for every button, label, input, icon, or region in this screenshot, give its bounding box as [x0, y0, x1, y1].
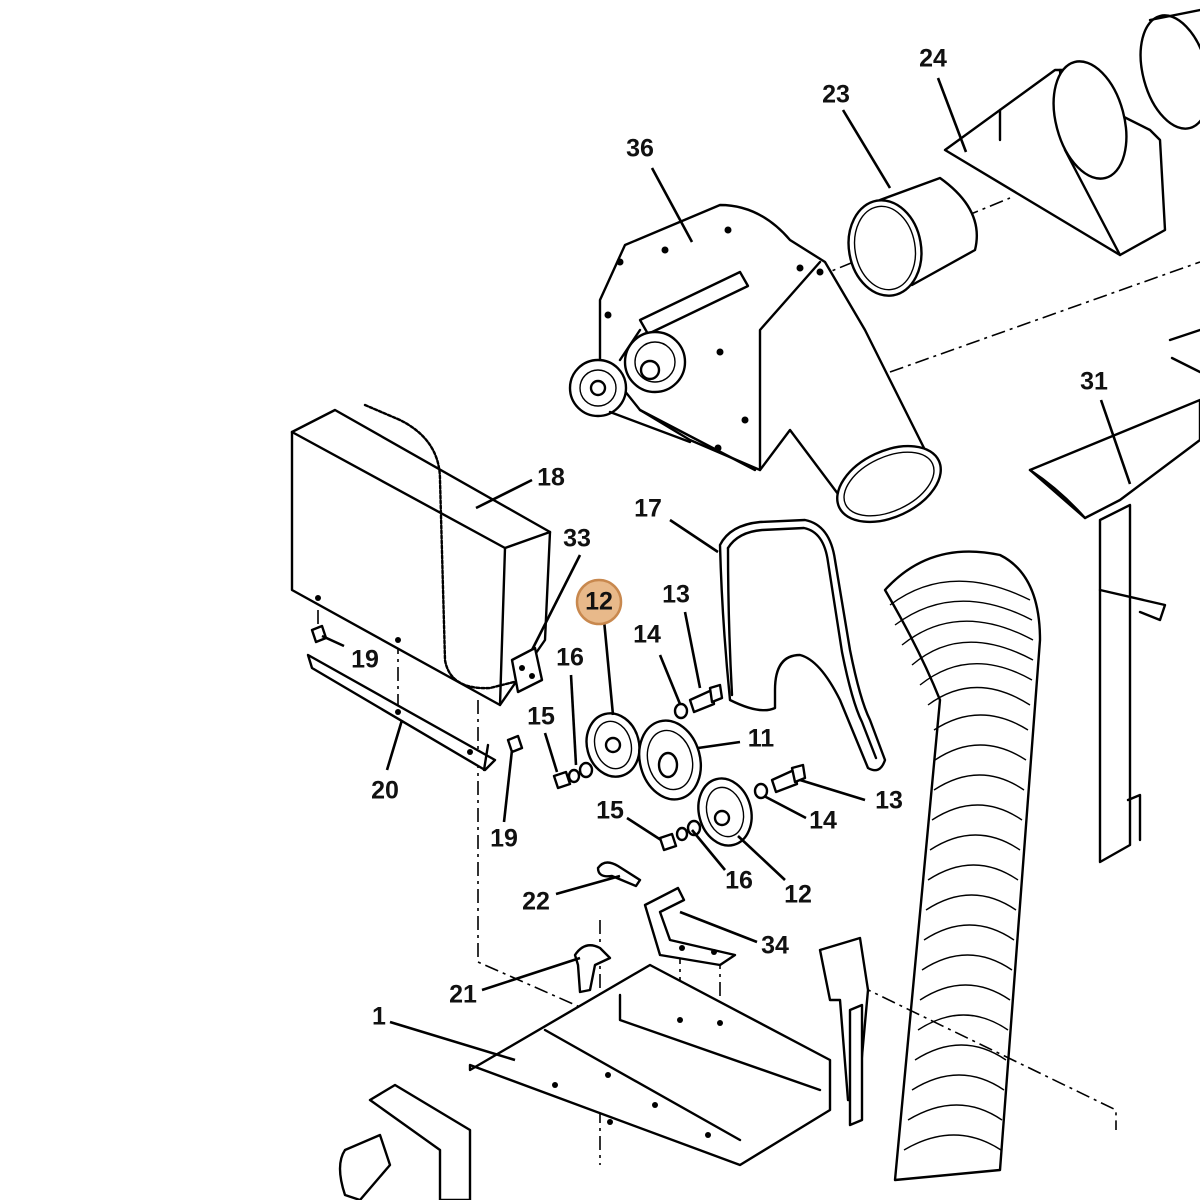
hardware-13-14-upper	[673, 683, 724, 720]
label-part-31[interactable]: 31	[1080, 368, 1108, 396]
part-12-idler-pulley-lower	[697, 777, 753, 847]
label-part-19-upper[interactable]: 19	[351, 646, 379, 674]
label-part-23[interactable]: 23	[822, 81, 850, 109]
part-36-blower-housing	[568, 203, 942, 524]
part-12-highlight-circle[interactable]	[575, 578, 623, 626]
part-1-frame	[338, 936, 870, 1200]
label-part-20[interactable]: 20	[371, 777, 399, 805]
label-part-17[interactable]: 17	[634, 495, 662, 523]
label-part-33[interactable]: 33	[563, 525, 591, 553]
label-part-18[interactable]: 18	[537, 464, 565, 492]
part-17-belt	[718, 518, 887, 772]
label-part-15-lower[interactable]: 15	[596, 797, 624, 825]
part-20-rail	[306, 653, 497, 772]
label-part-34[interactable]: 34	[761, 932, 789, 960]
label-part-21[interactable]: 21	[449, 981, 477, 1009]
label-part-15-upper[interactable]: 15	[527, 703, 555, 731]
part-22-pin	[596, 861, 642, 888]
part-21-latch	[573, 944, 612, 994]
part-31-support-post	[1028, 328, 1200, 864]
label-part-14-upper[interactable]: 14	[633, 621, 661, 649]
part-12-idler-pulley-upper	[585, 712, 641, 778]
label-part-12-highlighted[interactable]: 12	[585, 588, 613, 616]
leader-lines	[321, 77, 1132, 1062]
label-part-12-lower[interactable]: 12	[784, 881, 812, 909]
hardware-15-16-lower	[658, 819, 702, 852]
label-part-24[interactable]: 24	[919, 45, 947, 73]
label-part-22[interactable]: 22	[522, 888, 550, 916]
label-part-14-lower[interactable]: 14	[809, 807, 837, 835]
part-23-sleeve	[847, 176, 978, 297]
part-34-hinge-bracket	[643, 886, 737, 967]
label-part-16-upper[interactable]: 16	[556, 644, 584, 672]
flex-hose	[883, 550, 1042, 1182]
hardware-15-16-upper	[552, 761, 594, 790]
label-part-11[interactable]: 11	[748, 725, 775, 753]
hardware-13-14-lower	[753, 763, 807, 800]
label-part-36[interactable]: 36	[626, 135, 654, 163]
label-part-13-lower[interactable]: 13	[875, 787, 903, 815]
part-11-drive-pulley	[638, 719, 702, 801]
part-18-control-box	[290, 403, 552, 707]
part-24-bracket	[943, 8, 1200, 257]
label-part-1[interactable]: 1	[372, 1003, 386, 1031]
label-part-19-lower[interactable]: 19	[490, 825, 518, 853]
label-part-13-upper[interactable]: 13	[662, 581, 690, 609]
label-part-16-lower[interactable]: 16	[725, 867, 753, 895]
part-labels: 24 23 36 31 18 17 33 12 13 14 19 16 15 1…	[351, 45, 1108, 1031]
